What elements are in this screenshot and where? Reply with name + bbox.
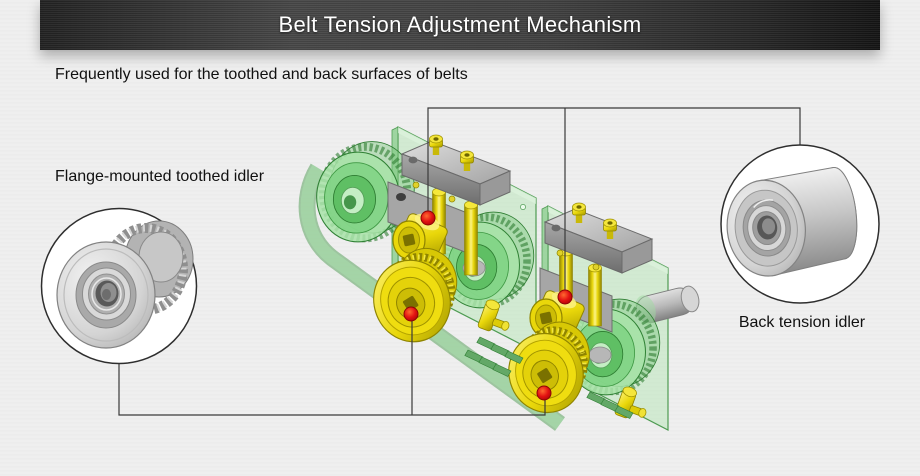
label-back-idler: Back tension idler xyxy=(738,314,866,331)
title-bar: Belt Tension Adjustment Mechanism xyxy=(40,0,880,50)
adjustment-marker-3 xyxy=(557,289,573,305)
back-tension-idler-image xyxy=(726,166,858,277)
drum-hub-pin-2 xyxy=(588,346,612,364)
belt-strap xyxy=(298,163,566,431)
mechanism-illustration xyxy=(298,126,700,431)
label-flange-idler: Flange-mounted toothed idler xyxy=(55,168,265,185)
subtitle-text: Frequently used for the toothed and back… xyxy=(55,66,468,83)
left-callout xyxy=(40,207,198,365)
callout-line-top xyxy=(427,107,801,297)
adjustment-marker-4 xyxy=(536,385,552,401)
right-callout xyxy=(720,144,880,304)
belt-clamp-fitting-1 xyxy=(477,299,510,332)
page-title: Belt Tension Adjustment Mechanism xyxy=(278,12,642,37)
clamp-block-1 xyxy=(400,134,512,206)
callout-lines xyxy=(118,107,801,416)
adjustment-marker-1 xyxy=(420,210,436,226)
adjustment-markers xyxy=(403,210,573,401)
clamp-block-2 xyxy=(543,202,654,274)
callout-line-bottom xyxy=(118,314,546,416)
adjustment-marker-2 xyxy=(403,306,419,322)
flange-idler-image xyxy=(56,220,194,349)
